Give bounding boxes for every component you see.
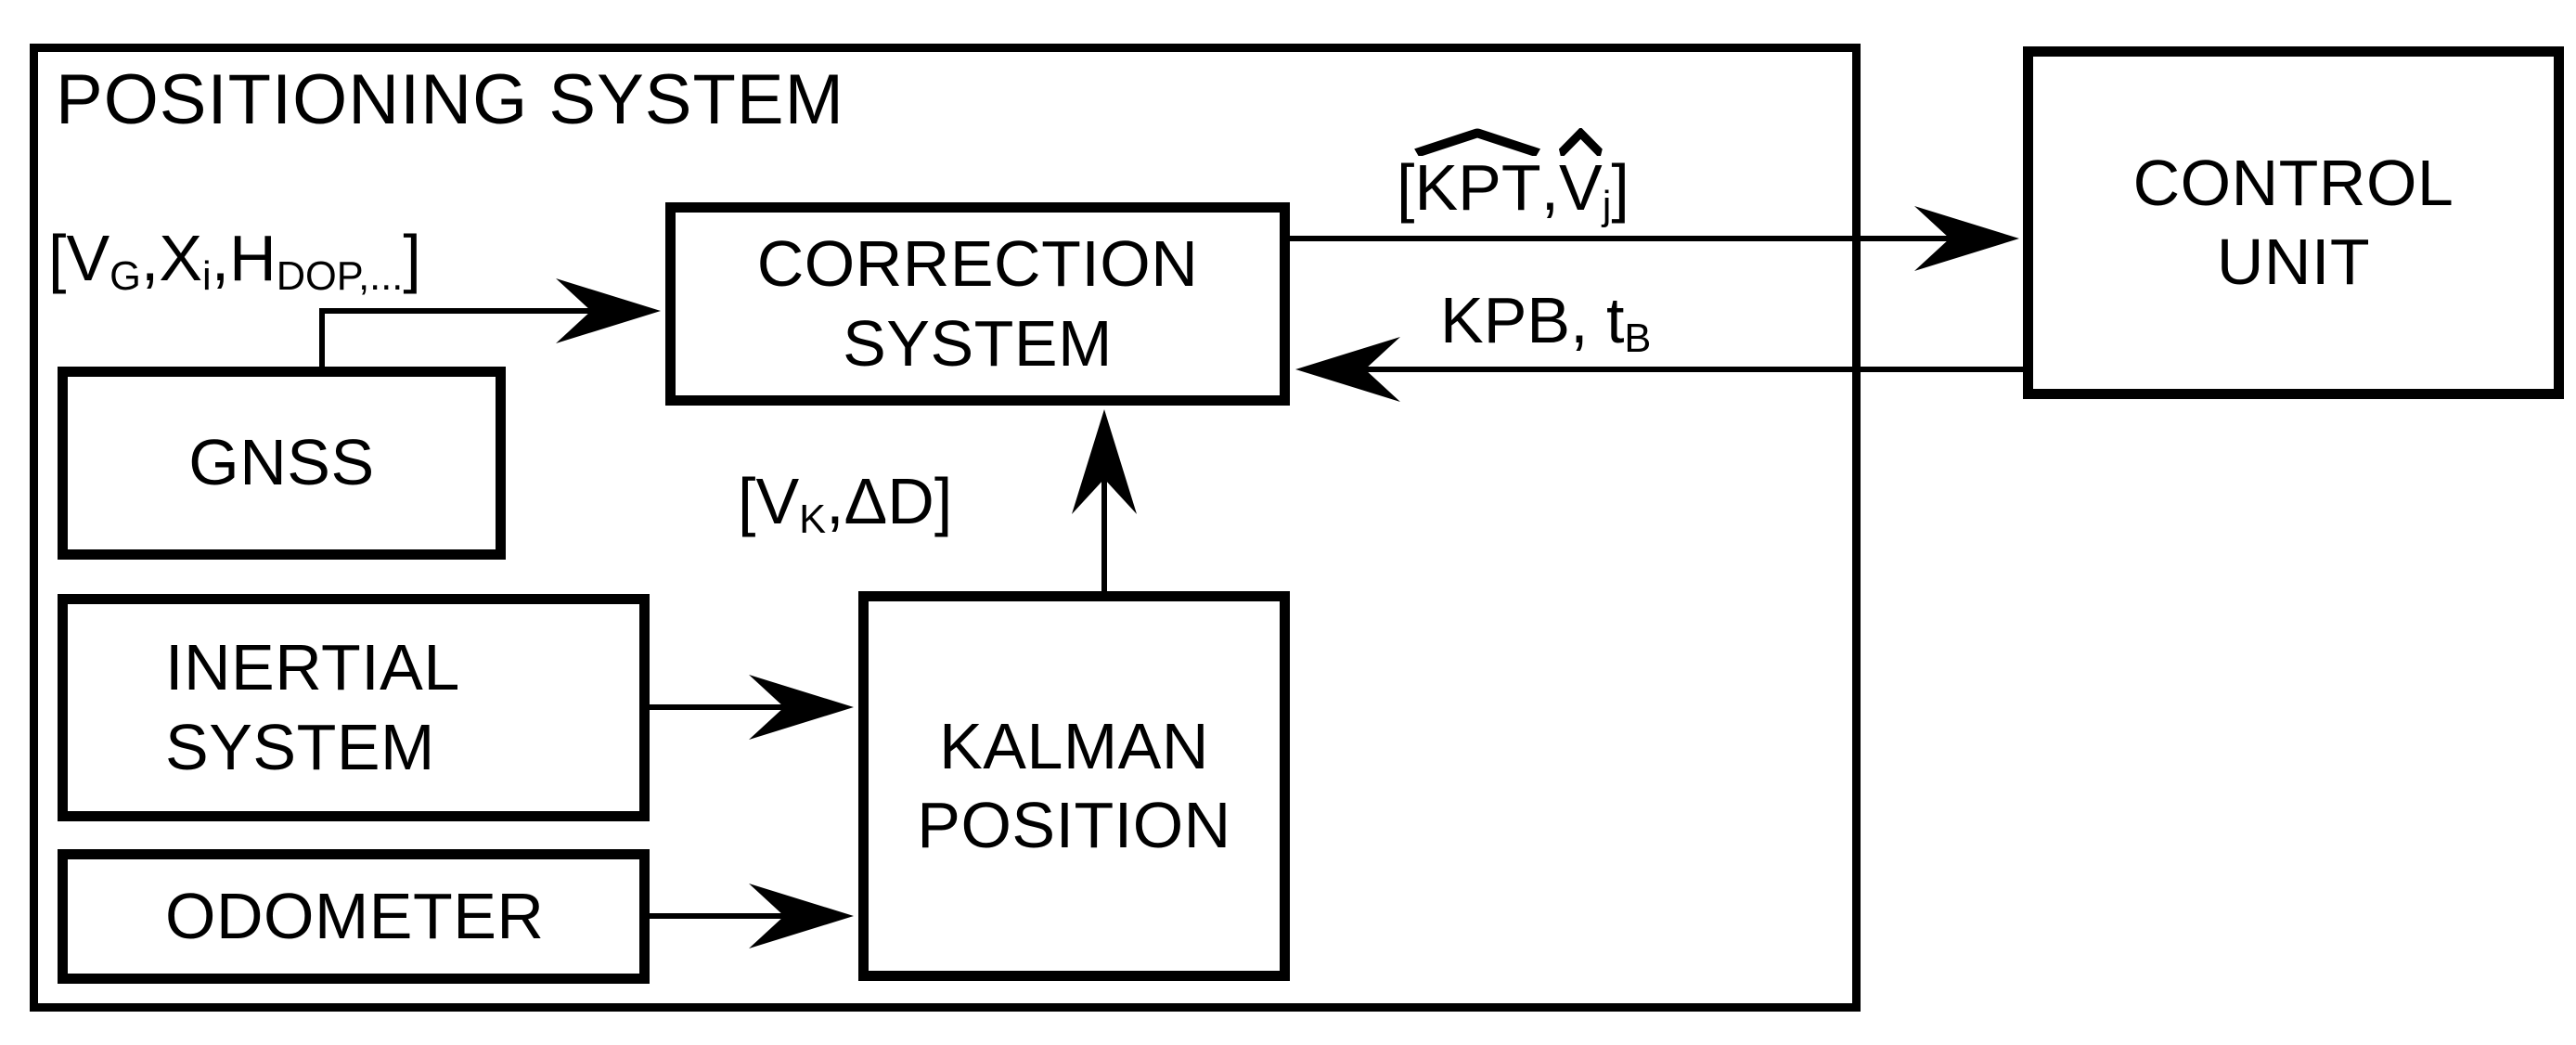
arrowhead-right-icon (749, 884, 854, 948)
signal-label-correction-output: [KPT,Vj] (1397, 128, 1629, 226)
hat-accent-icon (1558, 128, 1603, 156)
correction-system-label-line1: CORRECTION (756, 227, 1199, 301)
control-unit-label-line1: CONTROL (2132, 146, 2454, 219)
gnss-box: GNSS (58, 367, 506, 560)
arrowhead-right-icon (749, 675, 854, 740)
correction-system-label-line2: SYSTEM (843, 306, 1113, 380)
correction-system-box: CORRECTION SYSTEM (665, 202, 1290, 406)
control-unit-box: CONTROL UNIT (2023, 46, 2564, 399)
inertial-system-label-line1: INERTIAL (165, 631, 460, 704)
odometer-box: ODOMETER (58, 849, 650, 984)
signal-label-gnss-output: [VG,Xi,HDOP,...] (48, 222, 421, 299)
arrow-odometer-to-kalman (650, 884, 854, 948)
arrowhead-up-icon (1072, 409, 1137, 514)
inertial-system-label-line2: SYSTEM (165, 710, 435, 783)
positioning-system-title: POSITIONING SYSTEM (56, 60, 844, 139)
odometer-box-label: ODOMETER (165, 879, 545, 952)
hat-group-kpt: KPT (1414, 128, 1541, 225)
hat-group-v: V (1558, 128, 1603, 225)
kalman-position-box: KALMAN POSITION (858, 591, 1290, 981)
arrow-control-to-correction (1295, 337, 2023, 402)
kalman-position-label-line1: KALMAN (939, 709, 1209, 782)
arrow-gnss-to-correction (319, 278, 661, 369)
control-unit-label-line2: UNIT (2216, 226, 2371, 298)
signal-label-kalman-output: [VK,ΔD] (738, 465, 953, 542)
inertial-system-box: INERTIAL SYSTEM (58, 594, 650, 821)
signal-label-control-output: KPB, tB (1440, 284, 1652, 361)
arrowhead-left-icon (1295, 337, 1400, 402)
gnss-box-label: GNSS (188, 426, 375, 499)
arrow-correction-to-control (1290, 206, 2019, 271)
wide-hat-accent-icon (1414, 128, 1541, 156)
arrow-inertial-to-kalman (650, 675, 854, 740)
arrowhead-right-icon (556, 278, 661, 343)
arrowhead-right-icon (1914, 206, 2019, 271)
kalman-position-label-line2: POSITION (917, 789, 1231, 861)
arrow-kalman-to-correction (1072, 409, 1137, 594)
